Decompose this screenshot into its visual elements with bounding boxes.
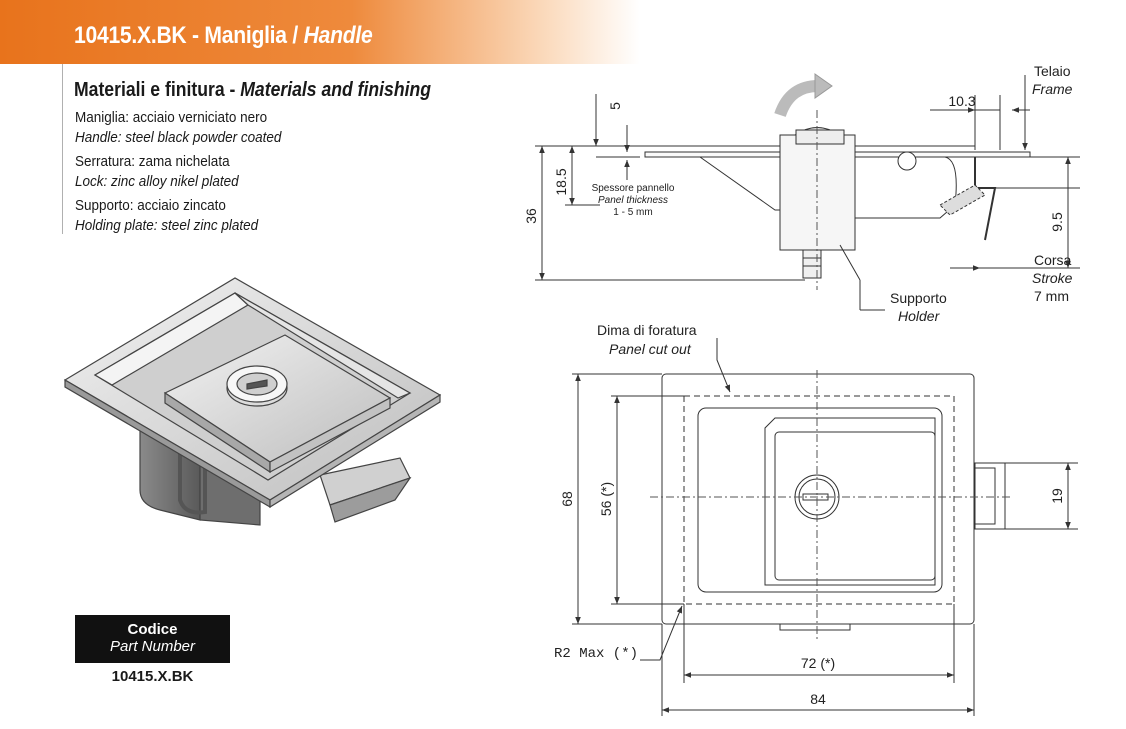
dim-72: 72 (*) [801, 655, 835, 671]
panel-thickness-it: Spessore pannello [592, 183, 675, 194]
spec-lock-en: Lock: zinc alloy nikel plated [75, 173, 239, 190]
materials-heading: Materiali e finitura - Materials and fin… [74, 79, 431, 102]
side-view-drawing [535, 73, 1080, 311]
dim-84: 84 [810, 691, 826, 707]
product-illustration [63, 277, 442, 526]
radius-label: R2 Max (*) [554, 646, 638, 662]
part-number-box: Codice Part Number [75, 615, 230, 663]
title-code: 10415.X.BK - Maniglia / [74, 22, 298, 49]
part-label-en: Part Number [109, 638, 196, 655]
dim-36: 36 [523, 208, 539, 224]
panel-thickness-range: 1 - 5 mm [613, 207, 652, 218]
spec-lock: Serratura: zama nichelata Lock: zinc all… [75, 152, 239, 192]
spec-handle: Maniglia: acciaio verniciato nero Handle… [75, 108, 281, 148]
part-label-it: Codice [127, 621, 178, 638]
spec-handle-it: Maniglia: acciaio verniciato nero [75, 109, 268, 126]
page-title: 10415.X.BK - Maniglia / Handle [74, 22, 373, 50]
stroke-label-en: Stroke [1032, 270, 1073, 286]
dim-68: 68 [559, 491, 575, 507]
title-english: Handle [303, 22, 373, 49]
spec-plate-en: Holding plate: steel zinc plated [75, 217, 259, 234]
cutout-label-it: Dima di foratura [597, 322, 697, 338]
frame-label-it: Telaio [1034, 63, 1071, 79]
frame-label-en: Frame [1032, 81, 1073, 97]
spec-plate-it: Supporto: acciaio zincato [75, 197, 226, 214]
materials-heading-it: Materiali e finitura - [74, 79, 236, 101]
spec-holding-plate: Supporto: acciaio zincato Holding plate:… [75, 196, 258, 236]
panel-thickness-en: Panel thickness [598, 195, 668, 206]
dim-56: 56 (*) [598, 482, 614, 516]
header-band [0, 0, 640, 64]
dim-5: 5 [607, 102, 623, 110]
dim-10-3: 10.3 [948, 93, 975, 109]
holder-label-en: Holder [898, 308, 941, 324]
front-view-drawing [572, 338, 1078, 716]
divider-line [62, 64, 63, 234]
stroke-value: 7 mm [1034, 288, 1069, 304]
dim-19: 19 [1049, 488, 1065, 504]
holder-label-it: Supporto [890, 290, 947, 306]
materials-heading-en: Materials and finishing [240, 79, 431, 101]
cutout-label-en: Panel cut out [609, 341, 692, 357]
stroke-label-it: Corsa [1034, 252, 1072, 268]
part-number-value: 10415.X.BK [111, 668, 194, 685]
spec-handle-en: Handle: steel black powder coated [75, 129, 282, 146]
dim-18-5: 18.5 [553, 168, 569, 195]
spec-lock-it: Serratura: zama nichelata [75, 153, 230, 170]
dim-9-5: 9.5 [1049, 212, 1065, 232]
